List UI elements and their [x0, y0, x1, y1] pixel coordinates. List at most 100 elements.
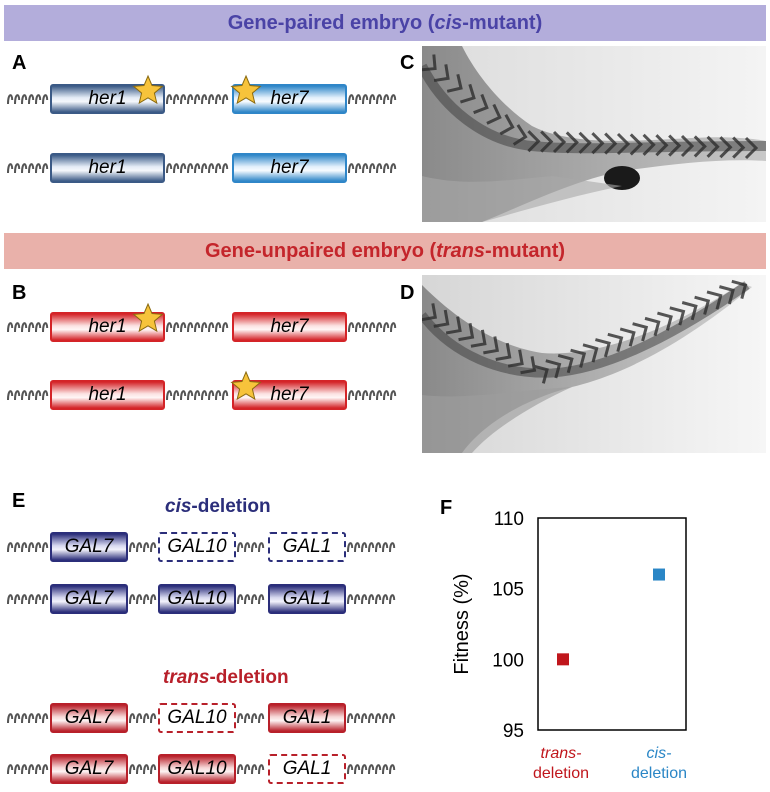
gene-her7: her7	[232, 312, 347, 342]
dna-coil	[7, 390, 49, 401]
somite	[512, 124, 528, 146]
banner-suffix: -mutant)	[485, 239, 566, 262]
dna-coil	[348, 163, 397, 174]
somite	[668, 134, 682, 157]
somite	[694, 295, 711, 315]
gene-label: GAL7	[64, 758, 114, 779]
gene-label: GAL10	[167, 536, 227, 557]
banner-prefix: Gene-unpaired embryo (	[204, 239, 437, 262]
somite	[644, 316, 661, 337]
label-emph: cis	[165, 496, 192, 517]
somite	[570, 348, 587, 368]
somite	[499, 114, 515, 136]
gene-label: her7	[270, 88, 309, 109]
somite	[445, 316, 462, 335]
embryo-image-cis-mutant	[422, 46, 766, 222]
gene-label: GAL1	[282, 588, 332, 609]
somite	[657, 311, 673, 331]
gene-gal1-deleted: GAL1	[268, 754, 346, 784]
dna-coil	[7, 594, 49, 605]
somite	[582, 343, 599, 363]
somite	[607, 332, 624, 352]
somite	[595, 338, 611, 358]
banner-prefix: Gene-paired embryo (	[227, 11, 435, 34]
somite	[719, 136, 733, 159]
trans-deletion-label: trans-deletion	[163, 667, 289, 689]
somite	[459, 83, 476, 104]
dna-coil	[347, 594, 396, 605]
somite	[433, 64, 450, 83]
gene-label: GAL10	[167, 707, 227, 728]
dna-coil	[166, 94, 229, 105]
gene-gal10: GAL10	[158, 754, 236, 784]
somite	[473, 93, 489, 115]
gene-label: her7	[270, 384, 309, 405]
gene-label: GAL7	[64, 707, 114, 728]
banner-gene-paired: Gene-paired embryo (cis-mutant)	[4, 5, 766, 41]
gene-gal1-deleted: GAL1	[268, 532, 346, 562]
gene-label: GAL10	[167, 758, 227, 779]
x-category-label: deletion	[631, 765, 687, 782]
dna-coil	[7, 163, 49, 174]
somite	[669, 306, 686, 326]
somite	[422, 303, 438, 322]
gene-her7: her7	[232, 153, 347, 183]
somite	[520, 356, 537, 375]
somite	[591, 132, 605, 155]
somite	[616, 132, 631, 156]
somite	[540, 130, 554, 153]
somite	[706, 290, 723, 310]
dna-coil	[347, 713, 396, 724]
label-rest: -deletion	[209, 667, 289, 688]
dna-coil	[348, 322, 397, 333]
somite	[629, 133, 643, 156]
dna-coil	[7, 94, 49, 105]
dna-coil	[129, 764, 157, 775]
dna-coil	[348, 94, 397, 105]
gene-gal7: GAL7	[50, 584, 128, 614]
banner-emph: trans	[436, 239, 486, 262]
mutation-star-icon	[230, 370, 262, 401]
x-category-label: cis-	[647, 745, 672, 762]
somite	[422, 54, 437, 72]
somite	[655, 134, 669, 157]
gene-label: GAL1	[282, 707, 332, 728]
gene-label: her1	[88, 316, 127, 337]
somite	[719, 285, 735, 305]
somite	[642, 133, 656, 156]
banner-emph: cis	[434, 11, 463, 34]
data-point	[653, 568, 665, 581]
somite	[578, 131, 592, 154]
label-rest: -deletion	[191, 496, 271, 517]
dna-coil	[237, 542, 265, 553]
somite	[527, 130, 541, 153]
dna-coil	[129, 542, 157, 553]
somite	[732, 136, 746, 159]
dna-coil	[7, 713, 49, 724]
dna-coil	[7, 764, 49, 775]
somite	[632, 322, 649, 342]
somite	[533, 364, 549, 384]
y-tick-label: 100	[492, 650, 524, 671]
gene-label: GAL1	[282, 536, 332, 557]
dna-coil	[347, 764, 396, 775]
banner-gene-unpaired: Gene-unpaired embryo (trans-mutant)	[4, 233, 766, 269]
gene-gal7: GAL7	[50, 532, 128, 562]
somite	[483, 336, 500, 355]
somite	[706, 135, 720, 158]
x-category-label: trans-	[541, 745, 582, 762]
dna-coil	[166, 390, 229, 401]
banner-suffix: -mutant)	[462, 11, 543, 34]
x-category-label: deletion	[533, 765, 589, 782]
somite	[470, 329, 487, 348]
cis-deletion-label: cis-deletion	[165, 496, 271, 518]
dna-coil	[237, 713, 265, 724]
dna-coil	[348, 390, 397, 401]
gene-her1: her1	[50, 380, 165, 410]
panel-letter-d: D	[400, 282, 415, 304]
gene-label: her7	[270, 157, 309, 178]
gene-gal7: GAL7	[50, 703, 128, 733]
panel-letter-e: E	[12, 490, 26, 512]
gene-label: GAL10	[167, 588, 227, 609]
